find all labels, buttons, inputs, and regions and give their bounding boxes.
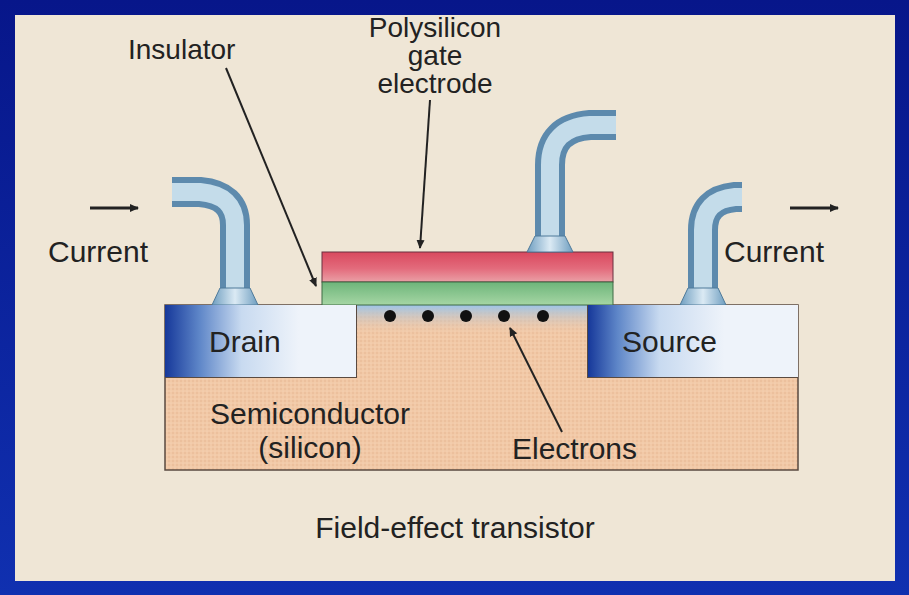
part-label: Electrons <box>512 432 662 466</box>
current-label: Current <box>48 235 178 269</box>
current-label: Current <box>724 235 854 269</box>
part-label: Insulator <box>128 34 278 66</box>
figure-caption: Field-effect transistor <box>200 510 710 546</box>
semiconductor-body: Semiconductor (silicon) Drain Source <box>165 305 798 470</box>
part-label: Polysilicon gate electrode <box>350 14 520 98</box>
region-label: Source <box>622 305 792 378</box>
region-label: Semiconductor (silicon) <box>190 397 430 465</box>
drain-region: Drain <box>165 305 357 378</box>
source-region: Source <box>587 305 798 378</box>
region-label: Drain <box>209 305 349 378</box>
